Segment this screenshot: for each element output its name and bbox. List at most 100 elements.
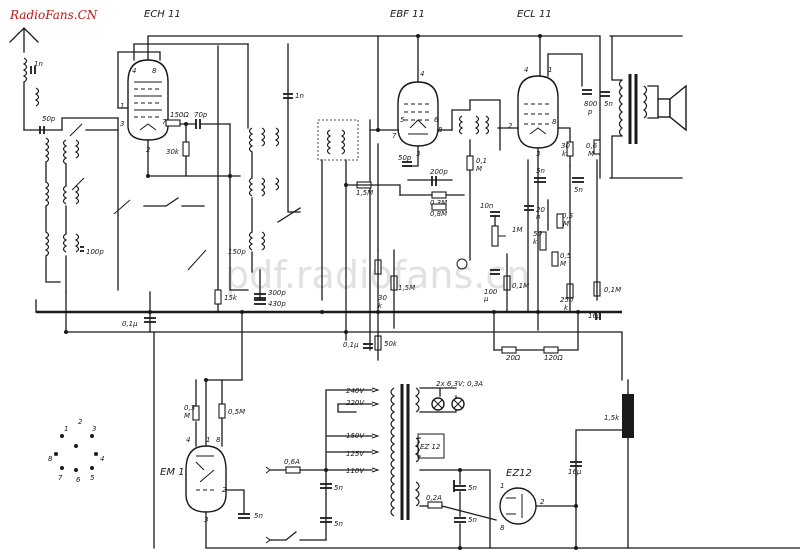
svg-text:2: 2 [508,122,513,130]
resistor-0-1m-a [466,155,474,171]
svg-text:200p: 200p [430,168,448,176]
label-100p: 100p [86,248,104,256]
svg-text:1,5M: 1,5M [398,284,415,292]
svg-text:1M: 1M [512,226,523,234]
antenna-symbol [9,27,39,53]
resistor-30k [182,141,190,157]
svg-text:M: M [588,150,594,158]
resistor-20 [501,346,517,354]
resistor-15k [214,289,222,305]
svg-text:5n: 5n [604,100,613,108]
tube-base-pinout [54,434,98,472]
svg-text:16μ: 16μ [568,468,582,476]
svg-text:1,5M: 1,5M [356,189,373,197]
resistor-0-3m [431,191,447,199]
svg-text:1: 1 [548,66,552,74]
svg-text:250: 250 [560,296,574,304]
ez12-heater-box [417,433,445,459]
svg-text:1: 1 [64,425,68,433]
ecl11-tube [517,75,559,149]
antenna-coil-stack [44,137,80,293]
svg-text:50k: 50k [384,340,398,348]
svg-text:k: k [564,304,569,312]
volume-pot-1m [491,225,499,247]
svg-text:8: 8 [152,67,157,75]
svg-text:0,5: 0,5 [562,212,574,220]
svg-text:20: 20 [536,206,545,214]
svg-text:1: 1 [500,482,504,490]
svg-text:4: 4 [524,66,528,74]
svg-text:0,5M: 0,5M [228,408,245,416]
svg-text:7: 7 [392,132,397,140]
svg-text:0,3M: 0,3M [430,199,447,207]
em11-tube [185,445,227,513]
svg-text:0,8M: 0,8M [430,210,447,218]
svg-text:5n: 5n [468,484,477,492]
if-transformer-2 [458,115,490,135]
svg-text:1: 1 [120,102,124,110]
svg-text:1: 1 [206,436,210,444]
resistor-150 [165,119,181,127]
svg-text:M: M [184,412,190,420]
svg-text:120Ω: 120Ω [544,354,563,362]
svg-text:5n: 5n [574,186,583,194]
resistor-0-6m [593,139,601,155]
antenna-coil-2 [34,87,40,107]
if-transformer-1 [317,119,359,161]
svg-text:0,5: 0,5 [560,252,572,260]
svg-text:7: 7 [162,118,167,126]
svg-text:2: 2 [540,498,545,506]
svg-text:k: k [533,238,538,246]
brand-watermark: RadioFans.CN [9,8,98,22]
ez12-tube [499,487,537,525]
svg-text:p: p [587,108,593,116]
svg-text:5n: 5n [334,520,343,528]
svg-text:7: 7 [58,474,63,482]
svg-text:6: 6 [76,476,81,484]
svg-text:150p: 150p [228,248,246,256]
svg-text:0,6: 0,6 [586,142,598,150]
tap-240v: 240V [346,387,365,395]
svg-text:M: M [563,220,569,228]
resistor-120 [543,346,559,354]
svg-text:30: 30 [561,142,570,150]
svg-text:8: 8 [500,524,505,532]
svg-text:800: 800 [584,100,598,108]
svg-text:430p: 430p [268,300,286,308]
pickup-socket [456,258,468,270]
resistor-0-5m [556,213,564,229]
output-transformer [618,74,648,144]
tap-220v: 220V [346,399,365,407]
filter-choke-1-5k [622,394,634,438]
lamps-label: 2x 6,3V; 0,3A [436,380,483,388]
mains-transformer [390,384,420,520]
svg-text:70p: 70p [194,111,208,119]
resistor-0-5m-b [551,251,559,267]
svg-text:6: 6 [434,116,439,124]
svg-text:k: k [562,150,567,158]
svg-text:M: M [560,260,566,268]
resistor-0-5m-em [218,403,226,419]
svg-text:300p: 300p [268,289,286,297]
svg-text:20Ω: 20Ω [506,354,521,362]
svg-text:0,1M: 0,1M [512,282,529,290]
resistor-0-8m [431,203,447,211]
ech11-label: ECH 11 [144,9,181,20]
svg-text:0,6A: 0,6A [284,458,300,466]
fuse-0-6a [285,466,301,474]
svg-text:0,1M: 0,1M [604,286,621,294]
ez12-label: EZ12 [506,468,532,479]
label-1n-ant: 1n [34,60,43,68]
svg-text:5n: 5n [536,167,545,175]
svg-text:5: 5 [400,116,405,124]
tap-125v: 125V [346,450,365,458]
fuse-0-2a [427,501,443,509]
svg-text:2: 2 [222,486,227,494]
svg-text:μ: μ [483,295,489,303]
tap-110v: 110V [346,467,365,475]
tone-pot-50k [539,231,547,251]
speaker-icon [657,84,687,132]
ebf11-label: EBF 11 [390,9,425,20]
svg-text:4: 4 [132,67,136,75]
